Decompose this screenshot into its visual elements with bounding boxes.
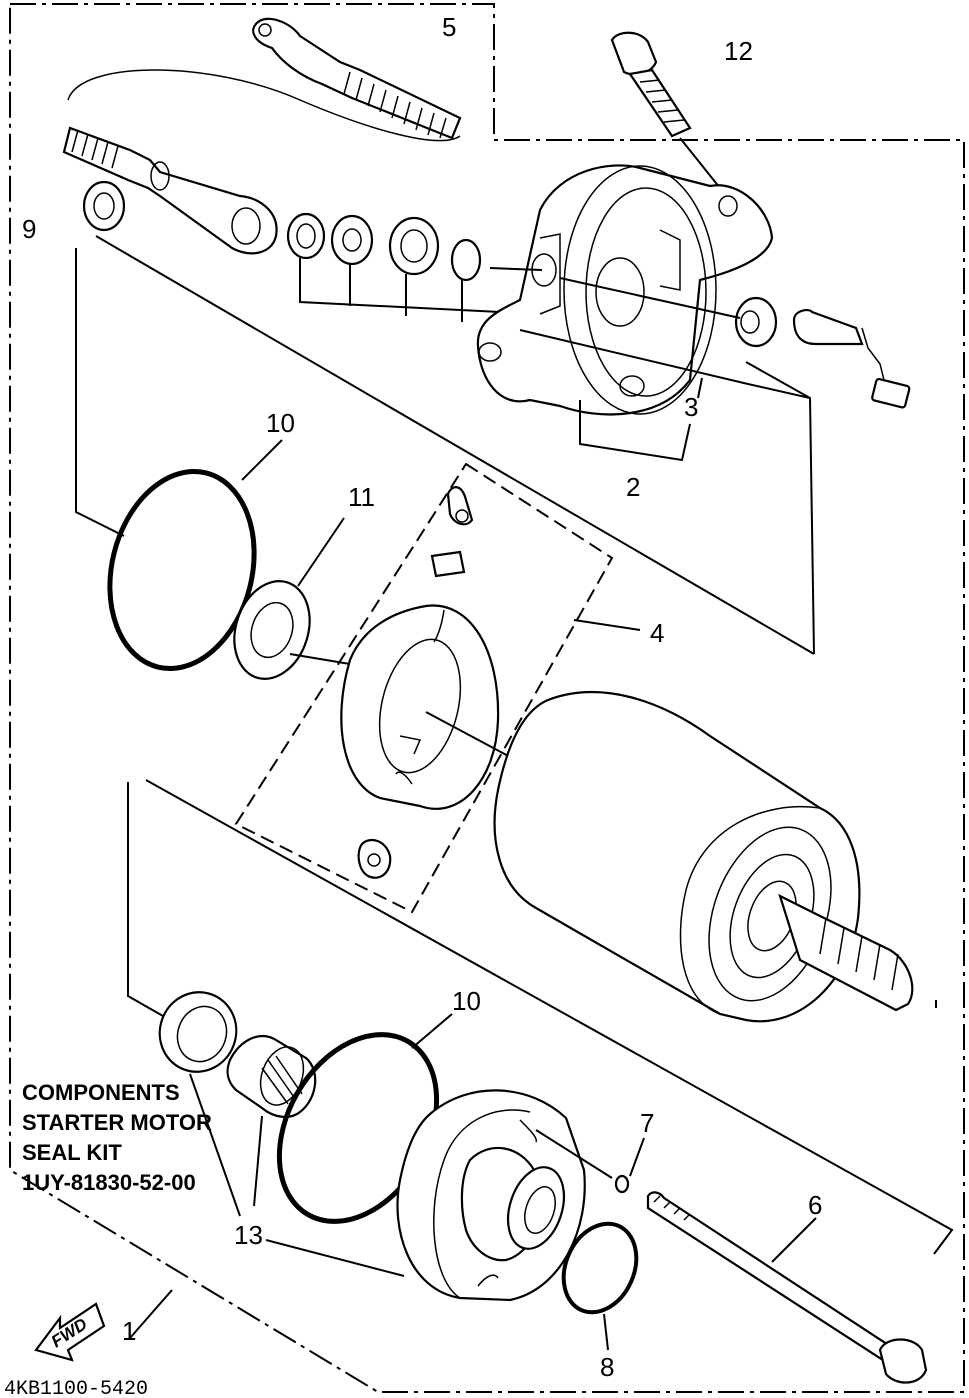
callout-10-top: 10 [266, 408, 295, 438]
part-12-bolt [610, 31, 721, 189]
lower-reference-line [127, 779, 954, 1255]
part-8-o-ring [561, 1221, 639, 1315]
kit-line-3: SEAL KIT [22, 1140, 122, 1165]
kit-line-1: COMPONENTS [22, 1080, 180, 1105]
part-7-small-o-ring [614, 1174, 630, 1194]
callout-10-bottom: 10 [452, 986, 481, 1016]
part-11-washer [233, 517, 351, 680]
fwd-arrow-icon: FWD [34, 1302, 106, 1362]
upper-reference-line [75, 235, 815, 655]
callout-9: 9 [22, 214, 36, 244]
part-5-lead-terminal [67, 17, 462, 142]
callout-4: 4 [650, 618, 664, 648]
washer-set [286, 212, 501, 322]
part-6-through-bolt [646, 1191, 928, 1384]
seal-kit-note: COMPONENTS STARTER MOTOR SEAL KIT 1UY-81… [22, 1080, 212, 1195]
callout-11: 11 [348, 482, 375, 512]
callout-12: 12 [724, 36, 753, 66]
callout-6: 6 [808, 1190, 822, 1220]
kit-line-2: STARTER MOTOR [22, 1110, 212, 1135]
terminal-bolt [62, 126, 278, 255]
diagram-code: 4KB1100-5420 [4, 1378, 148, 1398]
callout-7: 7 [640, 1108, 654, 1138]
part-3-rear-cover [476, 164, 911, 416]
callout-2-3-bracket [579, 377, 815, 655]
part-9-nut [82, 180, 126, 232]
starter-yoke-body [493, 690, 914, 1023]
callout-1: 1 [122, 1316, 136, 1346]
callout-2: 2 [626, 472, 640, 502]
part-4-brush-set [234, 462, 641, 914]
part-13-oil-seal [158, 991, 238, 1073]
callout-5: 5 [442, 12, 456, 42]
part-10-o-ring-top [107, 469, 257, 671]
callout-8: 8 [600, 1352, 614, 1382]
callout-3: 3 [684, 392, 698, 422]
front-cover [396, 1089, 586, 1302]
part-13-bearing [226, 1034, 317, 1118]
callout-13-leaders [189, 1073, 405, 1277]
assembly-boundary [9, 3, 965, 1393]
callout-13: 13 [234, 1220, 263, 1250]
kit-part-number: 1UY-81830-52-00 [22, 1170, 196, 1195]
